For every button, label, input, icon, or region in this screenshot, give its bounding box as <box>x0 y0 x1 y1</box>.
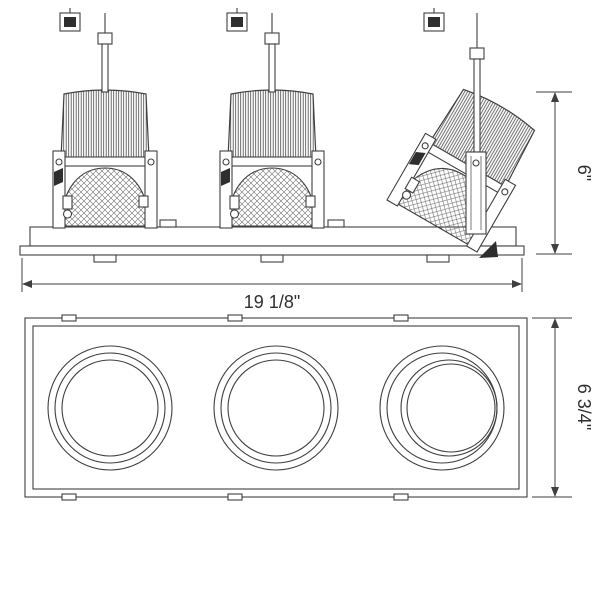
height-dimension-label: 6" <box>574 165 594 181</box>
aperture-ring-1 <box>47 345 173 471</box>
lamp-module-3-tilted <box>386 8 547 258</box>
trim-tabs <box>61 314 409 501</box>
mounting-frame <box>19 219 525 263</box>
bottom-face-view: 6 3/4" <box>24 314 594 501</box>
width-dimension-label: 19 1/8" <box>244 292 300 312</box>
aperture-ring-2 <box>213 345 339 471</box>
side-elevation-view: 6" 19 1/8" <box>19 8 594 312</box>
face-height-dimension: 6 3/4" <box>532 317 594 498</box>
face-height-dimension-label: 6 3/4" <box>574 384 594 430</box>
lamp-module-1 <box>52 8 158 229</box>
aperture-ring-3-tilted <box>379 345 505 471</box>
height-dimension: 6" <box>536 91 594 255</box>
lamp-module-2 <box>219 8 325 229</box>
width-dimension: 19 1/8" <box>21 258 523 312</box>
